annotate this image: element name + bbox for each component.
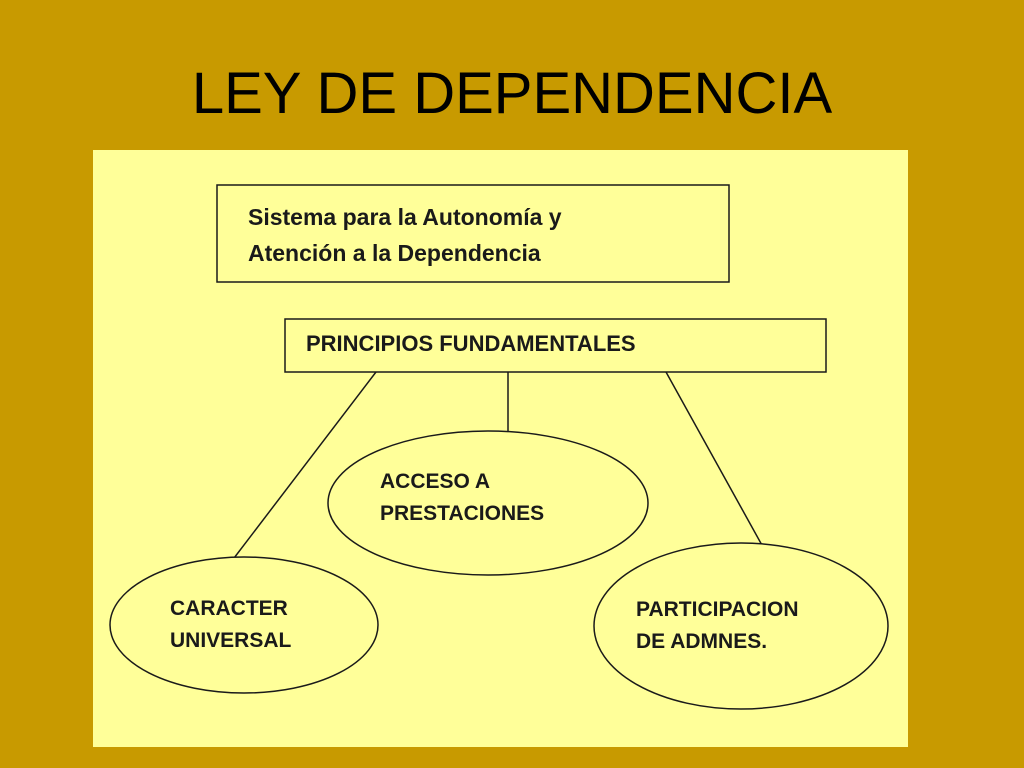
universal-node-line1: CARACTER [170, 597, 288, 620]
diagram-canvas [109, 184, 889, 710]
access-node-label: ACCESO A PRESTACIONES [380, 466, 544, 530]
connector-participation [665, 371, 764, 548]
principles-box [284, 318, 827, 373]
system-box [216, 184, 730, 283]
diagram-panel: Sistema para la Autonomía y Atención a l… [93, 150, 908, 747]
access-node-line2: PRESTACIONES [380, 502, 545, 525]
access-ellipse [327, 430, 649, 576]
system-box-label: Sistema para la Autonomía y Atención a l… [248, 199, 562, 271]
participation-node-line1: PARTICIPACION [636, 598, 799, 621]
slide-title: LEY DE DEPENDENCIA [191, 61, 833, 126]
universal-ellipse [109, 556, 379, 694]
participation-ellipse [593, 542, 889, 710]
universal-node-label: CARACTER UNIVERSAL [170, 593, 291, 657]
principles-box-label: PRINCIPIOS FUNDAMENTALES [306, 331, 636, 356]
connector-universal [230, 371, 377, 563]
participation-node-label: PARTICIPACION DE ADMNES. [636, 594, 799, 658]
participation-node-line2: DE ADMNES. [636, 630, 768, 653]
system-box-line1: Sistema para la Autonomía y [248, 204, 562, 230]
access-node-line1: ACCESO A [380, 470, 491, 493]
universal-node-line2: UNIVERSAL [170, 629, 292, 652]
system-box-line2: Atención a la Dependencia [248, 240, 541, 266]
